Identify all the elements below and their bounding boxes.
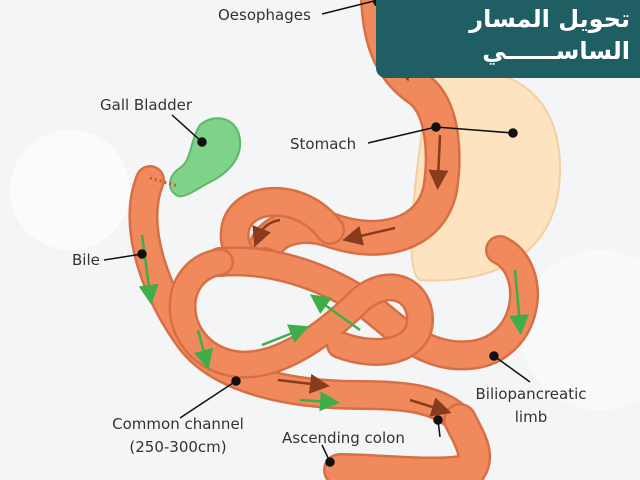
bile-flow-arrow xyxy=(261,324,310,347)
bile-flow-arrow xyxy=(193,329,214,370)
label-oesophages: Oesophages xyxy=(218,6,311,24)
food-flow-arrow xyxy=(409,397,452,417)
food-flow-arrow xyxy=(252,218,281,248)
banner-line-2: الساســــــي xyxy=(482,37,630,65)
food-flow-arrow xyxy=(277,373,330,394)
bile-flow-arrow xyxy=(138,234,159,305)
bile-flow-arrow xyxy=(509,269,530,335)
food-flow-arrow xyxy=(342,225,396,246)
title-banner: تحويل المسار الساســــــي xyxy=(376,0,640,78)
label-gall-bladder: Gall Bladder xyxy=(100,96,193,114)
label-stomach: Stomach xyxy=(290,135,357,153)
label-ascending-colon: Ascending colon xyxy=(282,429,405,447)
bile-flow-arrow xyxy=(299,391,340,412)
label-common-channel: Common channel xyxy=(112,415,244,433)
food-flow-arrow xyxy=(428,134,449,190)
label-bile: Bile xyxy=(72,251,100,269)
gall-bladder xyxy=(169,117,242,198)
banner-line-1: تحويل المسار xyxy=(469,5,630,33)
label-biliopancreatic: Biliopancreatic xyxy=(475,385,587,403)
leader-lines xyxy=(103,0,531,467)
bile-flow-arrow xyxy=(309,294,361,332)
label-common-channel-length: (250-300cm) xyxy=(129,438,227,456)
label-biliopancreatic-limb: limb xyxy=(514,408,548,426)
